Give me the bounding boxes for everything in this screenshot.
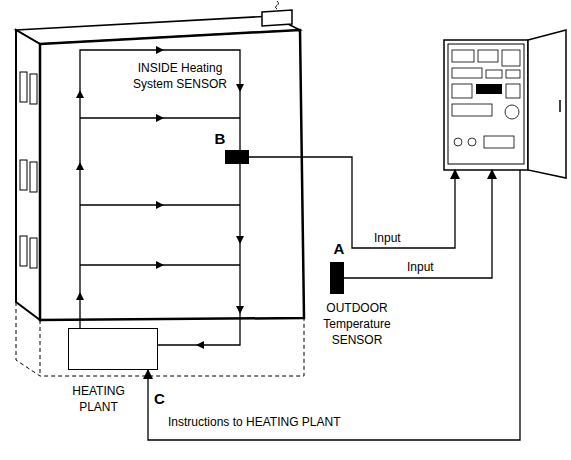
controller [444,40,528,170]
callout-letter: B [213,130,227,148]
signal-line [249,157,455,248]
controller-cabinet [444,30,566,178]
edge-label: Input [372,230,403,246]
signal-line [344,170,492,278]
heating-pipes [80,50,240,345]
smoke [276,1,279,9]
callout-letter: A [332,240,346,258]
flow-arrows [76,46,244,349]
outdoor-sensor: AOUTDOOR Temperature SENSOR [330,262,344,294]
plant-label: HEATING PLANT [61,383,136,415]
sensor-label: OUTDOOR Temperature SENSOR [312,300,402,348]
edge-label: Instructions to HEATING PLANT [166,414,343,430]
sensor-label: INSIDE Heating System SENSOR [130,60,230,92]
windows [20,72,37,268]
building-side [16,30,40,320]
edge-label: Input [405,259,436,275]
basement-outline [16,302,304,376]
heating-plant: HEATING PLANT [68,328,158,370]
callout-letter: C [154,390,170,408]
inside-sensor: BINSIDE Heating System SENSOR [225,150,249,164]
chimney [262,10,292,26]
signal-line [148,170,520,440]
